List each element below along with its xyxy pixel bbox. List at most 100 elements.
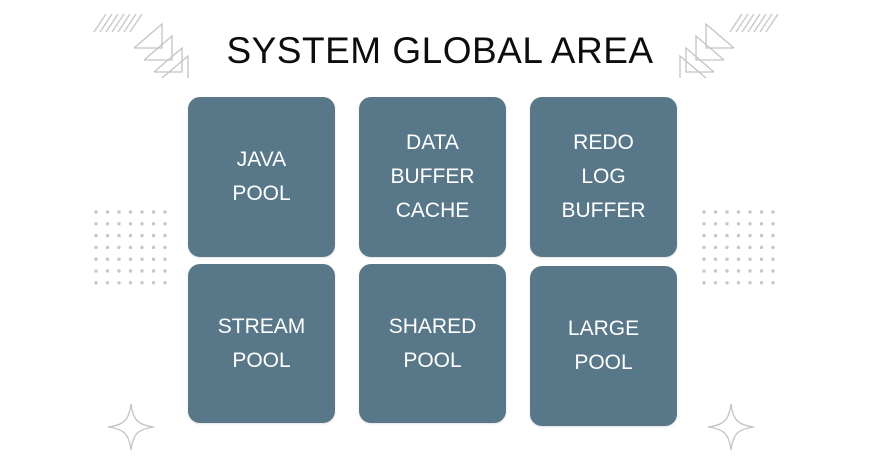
grid-dot (725, 257, 729, 261)
grid-dot (117, 269, 121, 273)
grid-dot (771, 257, 775, 261)
grid-dot (771, 222, 775, 226)
grid-dot (163, 210, 167, 214)
grid-dot (151, 281, 156, 285)
grid-dot (105, 269, 110, 273)
grid-dot (725, 233, 729, 238)
grid-dot (163, 269, 167, 273)
grid-dot (736, 281, 741, 285)
grid-dot (771, 269, 775, 273)
grid-dot (702, 269, 706, 273)
grid-dot (748, 245, 752, 250)
grid-dot (725, 269, 729, 273)
grid-dot (748, 281, 752, 285)
tile-java-pool: JAVA POOL (188, 97, 335, 257)
grid-dot (702, 245, 706, 250)
tile-label: STREAM POOL (217, 314, 306, 372)
grid-dot (736, 257, 741, 261)
grid-dot (736, 269, 741, 273)
grid-dot (736, 210, 741, 214)
grid-dot (105, 233, 110, 238)
grid-dot (140, 210, 144, 214)
grid-dot (94, 281, 98, 285)
grid-dot (713, 281, 718, 285)
grid-dot (163, 281, 167, 285)
dot-grid-right-decoration (702, 210, 775, 285)
grid-dot (105, 245, 110, 250)
grid-dot (702, 222, 706, 226)
grid-dot (163, 222, 167, 226)
grid-dot (702, 281, 706, 285)
grid-dot (151, 233, 156, 238)
grid-dot (105, 210, 110, 214)
grid-dot (94, 222, 98, 226)
grid-dot (771, 281, 775, 285)
grid-dot (117, 245, 121, 250)
grid-dot (748, 210, 752, 214)
grid-dot (151, 245, 156, 250)
tile-label: JAVA POOL (232, 148, 291, 205)
grid-dot (748, 257, 752, 261)
grid-dot (117, 257, 121, 261)
grid-dot (725, 210, 729, 214)
grid-dot (140, 257, 144, 261)
grid-dot (725, 245, 729, 250)
grid-dot (151, 257, 156, 261)
grid-dot (736, 245, 741, 250)
grid-dot (151, 222, 156, 226)
grid-dot (128, 245, 133, 250)
grid-dot (759, 257, 764, 261)
hatch-lines-right-decoration (729, 13, 779, 33)
grid-dot (702, 257, 706, 261)
grid-dot (151, 210, 156, 214)
grid-dot (759, 245, 764, 250)
grid-dot (702, 233, 706, 238)
grid-dot (713, 245, 718, 250)
grid-dot (759, 269, 764, 273)
grid-dot (771, 210, 775, 214)
tile-label: DATA BUFFER CACHE (390, 131, 475, 222)
grid-dot (117, 281, 121, 285)
grid-dot (140, 233, 144, 238)
grid-dot (140, 269, 144, 273)
stacked-triangles-left-decoration (133, 22, 189, 79)
grid-dot (105, 222, 110, 226)
grid-dot (94, 257, 98, 261)
grid-dot (128, 257, 133, 261)
grid-dot (105, 281, 110, 285)
sparkle-right-decoration (707, 403, 755, 451)
tile-data-buffer-cache: DATA BUFFER CACHE (359, 97, 506, 257)
tile-shared-pool: SHARED POOL (359, 264, 506, 423)
grid-dot (151, 269, 156, 273)
grid-dot (713, 233, 718, 238)
grid-dot (94, 210, 98, 214)
grid-dot (117, 210, 121, 214)
grid-dot (94, 233, 98, 238)
grid-dot (759, 222, 764, 226)
stacked-triangles-right-decoration (679, 22, 735, 79)
grid-dot (748, 269, 752, 273)
grid-dot (725, 222, 729, 226)
grid-dot (771, 233, 775, 238)
grid-dot (128, 233, 133, 238)
grid-dot (713, 210, 718, 214)
tile-label: SHARED POOL (388, 314, 477, 372)
grid-dot (128, 269, 133, 273)
grid-dot (759, 281, 764, 285)
grid-dot (105, 257, 110, 261)
grid-dot (140, 281, 144, 285)
grid-dot (140, 222, 144, 226)
grid-dot (163, 245, 167, 250)
diagram-title: SYSTEM GLOBAL AREA (226, 30, 654, 71)
grid-dot (117, 222, 121, 226)
grid-dot (94, 245, 98, 250)
grid-dot (736, 233, 741, 238)
tile-large-pool: LARGE POOL (530, 266, 677, 426)
tile-redo-log-buffer: REDO LOG BUFFER (530, 97, 677, 257)
grid-dot (748, 222, 752, 226)
tile-label: REDO LOG BUFFER (561, 131, 646, 222)
grid-dot (128, 210, 133, 214)
dot-grid-left-decoration (94, 210, 167, 285)
grid-dot (736, 222, 741, 226)
grid-dot (759, 233, 764, 238)
